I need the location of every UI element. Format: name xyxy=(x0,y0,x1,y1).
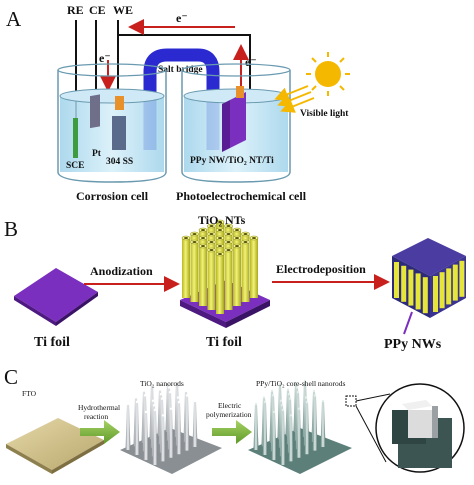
nanotube xyxy=(215,251,225,314)
nanotube xyxy=(232,243,242,306)
sun-icon xyxy=(306,52,350,96)
ppy-coated-tubes xyxy=(394,260,465,314)
ce-label: CE xyxy=(89,3,106,17)
tio2-nanotubes xyxy=(181,219,259,314)
ppy-tube xyxy=(394,262,399,298)
salt-bridge-label: Salt bridge xyxy=(158,65,203,75)
nanorod xyxy=(304,401,310,455)
pec-cell-label: Photoelectrochemical cell xyxy=(176,189,307,203)
electron-label-top: e⁻ xyxy=(176,11,188,25)
tio2-nanorods-label: TiO₂ nanorods xyxy=(140,379,184,388)
ppy-tube xyxy=(446,268,452,305)
zoom-line-bottom xyxy=(355,405,387,463)
photoanode xyxy=(230,92,246,148)
ppy-tube xyxy=(439,272,445,309)
nanorod xyxy=(253,402,259,450)
ti-foil-mid-label: Ti foil xyxy=(206,335,242,350)
hydrothermal-label-2: reaction xyxy=(84,412,108,421)
nanotube xyxy=(249,235,259,298)
ss-electrode xyxy=(112,116,126,150)
ppy-tube xyxy=(452,264,458,301)
ppy-tube xyxy=(401,265,407,302)
fto-label: FTO xyxy=(22,389,37,398)
ppy-tube xyxy=(415,273,421,310)
visible-light-label: Visible light xyxy=(300,109,349,119)
panel-a-letter: A xyxy=(6,7,22,31)
zoom-circle xyxy=(375,383,465,473)
fto-slab xyxy=(6,418,104,474)
hydrothermal-label-1: Hydrothermal xyxy=(78,403,120,412)
nanorod xyxy=(280,408,286,465)
nanotube xyxy=(181,235,191,298)
nanorod xyxy=(184,394,190,451)
panel-b: B Ti foil Anodization TiO₂ NTs Ti foil E… xyxy=(4,213,466,352)
nanorod xyxy=(176,401,182,455)
photoanode-side xyxy=(222,100,230,152)
nanorod xyxy=(320,399,326,447)
nanotube xyxy=(224,247,233,310)
core-shell-label: PPy/TiO₂ core-shell nanorods xyxy=(256,379,346,388)
nanorod xyxy=(134,400,140,455)
nanorod xyxy=(262,400,268,455)
sce-label: SCE xyxy=(66,161,84,171)
ppy-tube xyxy=(433,276,438,312)
ppy-tube xyxy=(459,260,465,297)
ppy-nws-label: PPy NWs xyxy=(384,337,442,352)
panel-a: A RE CE WE e⁻ e⁻ e⁻ Salt bridge xyxy=(6,3,350,203)
electron-label-left: e⁻ xyxy=(99,51,111,65)
nanorod xyxy=(125,402,131,450)
core-shell-nanorods xyxy=(253,379,326,465)
panel-c-letter: C xyxy=(4,365,18,389)
corrosion-cell-label: Corrosion cell xyxy=(76,189,149,203)
photoanode-clip xyxy=(236,86,244,98)
electron-label-right: e⁻ xyxy=(245,55,257,69)
pt-label: Pt xyxy=(92,149,102,159)
tio2-nanorods xyxy=(125,379,198,465)
ss-electrode-clip xyxy=(115,96,124,110)
nanorod xyxy=(271,410,277,460)
nanorod xyxy=(288,414,294,462)
ss-label: 304 SS xyxy=(106,157,133,167)
nanotube xyxy=(241,239,250,302)
nanotube xyxy=(190,239,199,302)
ppy-pointer xyxy=(403,311,413,335)
nanotube xyxy=(207,247,216,310)
light-rays xyxy=(274,85,315,113)
pt-electrode xyxy=(90,94,100,129)
polymerization-arrow xyxy=(212,420,252,444)
photoanode-label: PPy NW/TiO₂ NT/Ti xyxy=(190,156,274,166)
nanorod xyxy=(152,408,158,465)
nanorod xyxy=(168,407,174,458)
panel-b-letter: B xyxy=(4,217,18,241)
hydrothermal-arrow xyxy=(80,420,120,444)
panel-c: C FTO Hydrothermal reaction TiO₂ nanorod… xyxy=(4,365,465,474)
ppy-tube xyxy=(408,269,414,306)
nanorod xyxy=(160,414,166,462)
we-label: WE xyxy=(113,3,133,17)
zoom-line-top xyxy=(355,393,391,402)
nanotube xyxy=(198,243,208,306)
electric-label-1: Electric xyxy=(218,401,242,410)
ppy-tube xyxy=(422,277,428,314)
nanorod xyxy=(296,407,302,458)
nanorod xyxy=(143,410,149,460)
ti-foil-plate xyxy=(14,268,98,326)
nanorod xyxy=(192,399,198,447)
re-label: RE xyxy=(67,3,84,17)
zoom-box xyxy=(345,395,357,407)
electric-label-2: polymerization xyxy=(206,410,252,419)
sce-electrode xyxy=(73,118,78,158)
ti-foil-left-label: Ti foil xyxy=(34,335,70,350)
electrodeposition-label: Electrodeposition xyxy=(276,262,366,276)
nanorod xyxy=(312,394,318,451)
tio2-nts-label: TiO₂ NTs xyxy=(198,213,246,227)
anodization-label: Anodization xyxy=(90,264,153,278)
